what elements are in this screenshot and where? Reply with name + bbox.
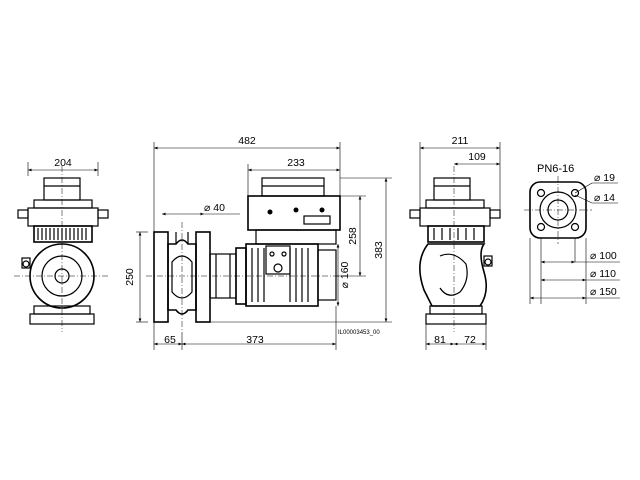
dim-right-half-width: 109	[468, 151, 486, 163]
motor-fins	[251, 248, 309, 302]
left-end-view	[14, 166, 110, 332]
dim-right-lower-left: 81	[434, 334, 446, 346]
dim-left-height: 250	[124, 268, 136, 286]
right-view-dimensions: 211 109 81 72	[419, 135, 501, 350]
centre-view-dimensions: 482 233 ⌀ 40 258 383 ⌀ 160 65 373 IL0000…	[153, 135, 392, 350]
flange-detail-dimensions: ⌀ 19 ⌀ 14 ⌀ 100 ⌀ 110 ⌀ 150	[529, 172, 620, 304]
dim-bolt-circle-100: ⌀ 100	[590, 250, 617, 262]
dim-total-height: 383	[373, 241, 385, 259]
dim-bolt-hole-14: ⌀ 14	[594, 192, 615, 204]
centre-side-view	[146, 177, 346, 332]
dim-overall-length: 482	[238, 135, 256, 147]
dim-inlet-length: 65	[164, 334, 176, 346]
dim-body-length: 373	[246, 334, 264, 346]
dim-motor-length: 233	[287, 157, 305, 169]
dim-bolt-hole-19: ⌀ 19	[594, 172, 615, 184]
dim-flange-diameter: ⌀ 40	[204, 202, 225, 214]
dim-outer-diameter-150: ⌀ 150	[590, 286, 617, 298]
drawing-code: IL00003453_00	[338, 330, 380, 336]
flange-title: PN6-16	[537, 163, 574, 175]
dim-bolt-circle-110: ⌀ 110	[590, 268, 616, 280]
flange-detail: PN6-16	[524, 163, 592, 244]
right-end-view	[409, 166, 501, 332]
left-view-dimensions: 204 250	[27, 157, 148, 323]
dim-left-width: 204	[54, 157, 72, 169]
dim-right-lower-right: 72	[464, 334, 476, 346]
dim-motor-diameter: ⌀ 160	[339, 261, 351, 288]
neck-fins	[37, 228, 87, 240]
dim-motor-height: 258	[347, 227, 359, 245]
dim-right-width: 211	[452, 135, 469, 147]
